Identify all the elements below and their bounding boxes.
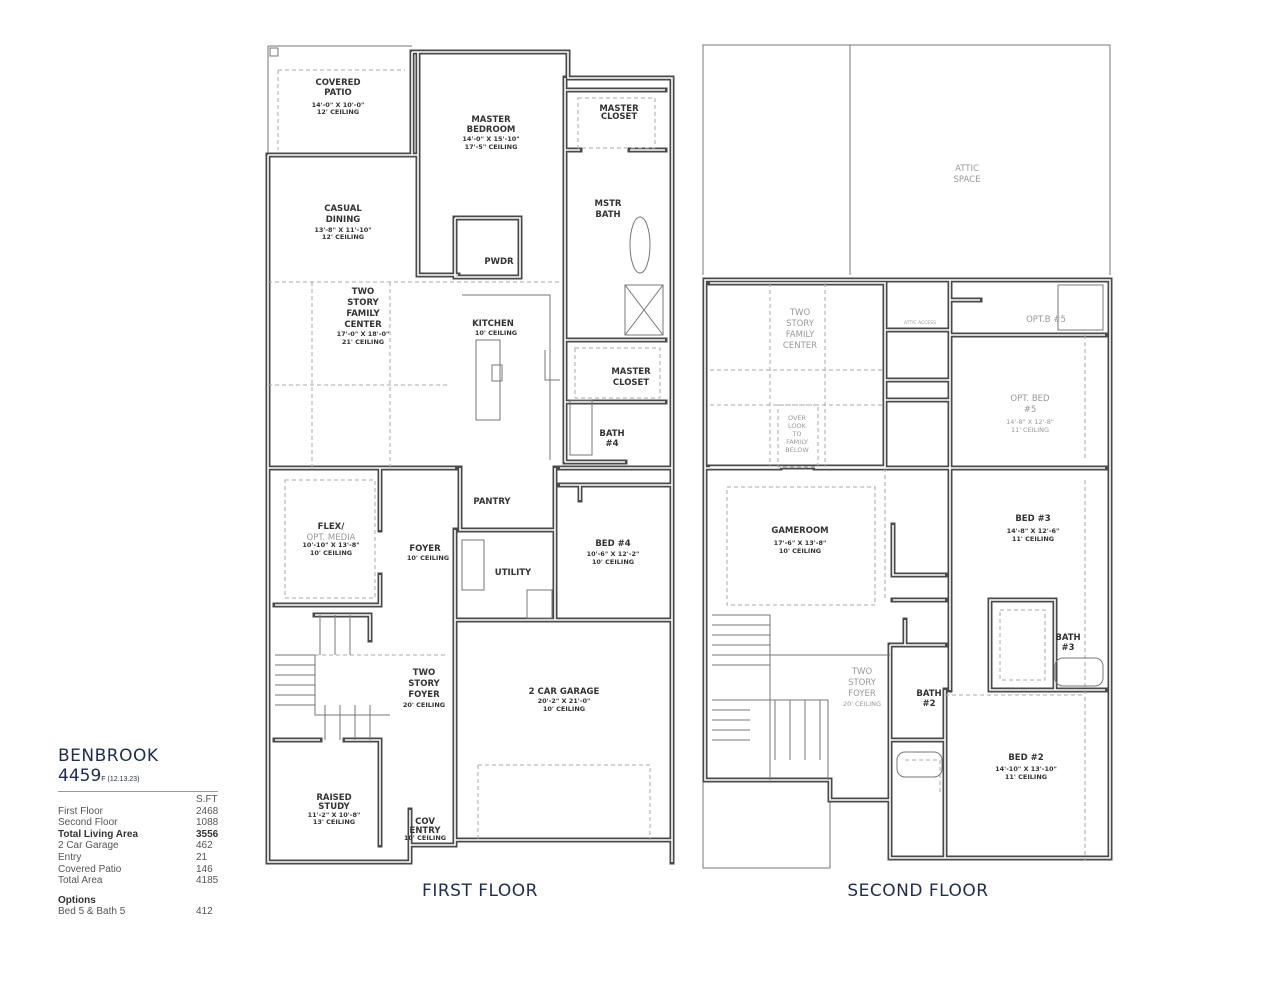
area-label: Covered Patio: [58, 863, 122, 875]
area-label: Total Living Area: [58, 828, 139, 840]
plan-name: BENBROOK: [58, 746, 159, 766]
area-label: Total Area: [58, 875, 103, 887]
area-label: Entry: [58, 851, 82, 863]
plan-number: 4459: [58, 766, 102, 786]
area-value: 21: [196, 851, 208, 863]
options-title: Options: [58, 894, 96, 906]
first-floor-title: FIRST FLOOR: [422, 881, 538, 901]
first-floor-plan: [265, 45, 675, 865]
room-bath-3: BATH#3: [1055, 633, 1080, 653]
area-value: 146: [196, 863, 213, 875]
plan-revision: F (12.13.23): [101, 776, 140, 783]
divider: [58, 791, 218, 792]
area-label: Second Floor: [58, 817, 118, 829]
room-pwdr: PWDR: [484, 257, 514, 267]
area-value: 3556: [196, 828, 219, 840]
area-value: 1088: [196, 817, 219, 829]
area-label: First Floor: [58, 805, 103, 817]
room-pantry: PANTRY: [473, 497, 511, 507]
room-attic-access: ATTIC ACCESS: [904, 320, 936, 326]
sqft-header: S.FT: [196, 794, 218, 805]
area-row: Covered Patio 146: [58, 864, 218, 876]
area-row: Total Area 4185: [58, 875, 218, 887]
area-row: Bed 5 & Bath 5 412: [58, 906, 218, 918]
area-label: 2 Car Garage: [58, 840, 119, 852]
area-row: Second Floor 1088: [58, 817, 218, 829]
area-row: Total Living Area 3556: [58, 829, 218, 841]
area-row: 2 Car Garage 462: [58, 840, 218, 852]
area-value: 412: [196, 906, 213, 918]
area-row: First Floor 2468: [58, 806, 218, 818]
plan-summary: BENBROOK 4459F (12.13.23) S.FT First Flo…: [58, 746, 218, 918]
room-bath-2: BATH#2: [916, 689, 941, 709]
area-value: 4185: [196, 875, 219, 887]
area-label: Bed 5 & Bath 5: [58, 906, 126, 918]
second-floor-title: SECOND FLOOR: [847, 881, 988, 901]
area-value: 462: [196, 840, 213, 852]
area-row: Entry 21: [58, 852, 218, 864]
area-value: 2468: [196, 805, 219, 817]
room-bath-4: BATH#4: [599, 429, 624, 449]
second-floor-plan: [702, 44, 1113, 869]
room-opt-bath-5: OPT.B #5: [1026, 315, 1066, 325]
room-utility: UTILITY: [495, 568, 532, 578]
